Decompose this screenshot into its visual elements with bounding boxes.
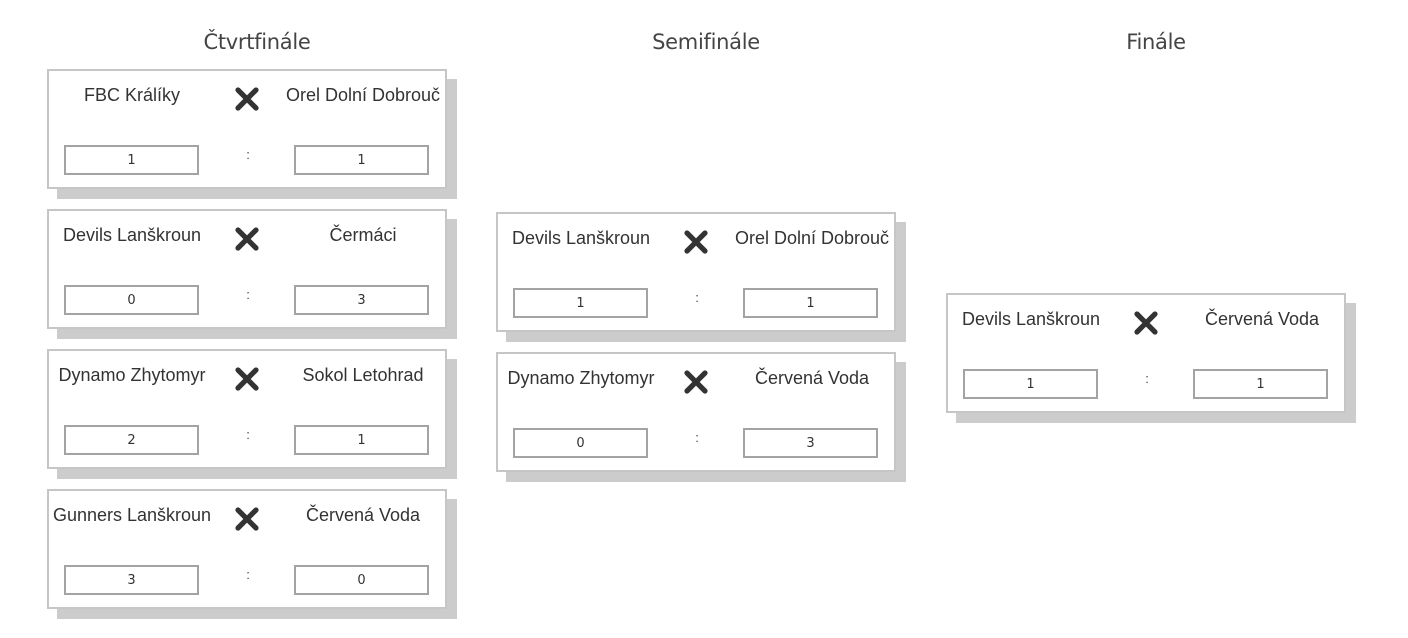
score-separator: : <box>246 427 250 442</box>
home-team-name: Dynamo Zhytomyr <box>507 368 655 388</box>
home-team-name: Devils Lanškroun <box>511 228 651 248</box>
home-score-input[interactable] <box>64 425 199 455</box>
score-separator: : <box>246 287 250 302</box>
away-score-input[interactable] <box>743 288 878 318</box>
match-card-sf-2: Dynamo Zhytomyr Červená Voda : <box>496 352 896 472</box>
away-score-input[interactable] <box>294 145 429 175</box>
away-team-name: Červená Voda <box>1204 309 1320 329</box>
away-team-name: Orel Dolní Dobrouč <box>285 85 441 105</box>
versus-x-icon <box>231 224 263 254</box>
score-separator: : <box>695 290 699 305</box>
versus-x-icon <box>680 367 712 397</box>
score-separator: : <box>246 567 250 582</box>
match-card-qf-3: Dynamo Zhytomyr Sokol Letohrad : <box>47 349 447 469</box>
home-team-name: Devils Lanškroun <box>961 309 1101 329</box>
home-score-input[interactable] <box>64 145 199 175</box>
versus-x-icon <box>231 364 263 394</box>
score-separator: : <box>246 147 250 162</box>
home-team-name: Gunners Lanškroun <box>52 505 212 525</box>
away-score-input[interactable] <box>743 428 878 458</box>
away-team-name: Sokol Letohrad <box>302 365 424 385</box>
versus-x-icon <box>680 227 712 257</box>
away-score-input[interactable] <box>294 565 429 595</box>
match-card-qf-4: Gunners Lanškroun Červená Voda : <box>47 489 447 609</box>
score-separator: : <box>695 430 699 445</box>
home-team-name: Dynamo Zhytomyr <box>58 365 206 385</box>
round-title-final: Finále <box>1126 30 1186 54</box>
round-title-semifinal: Semifinále <box>652 30 760 54</box>
match-card-qf-2: Devils Lanškroun Čermáci : <box>47 209 447 329</box>
home-team-name: FBC Králíky <box>83 85 180 105</box>
home-score-input[interactable] <box>64 285 199 315</box>
away-team-name: Červená Voda <box>305 505 421 525</box>
match-card-qf-1: FBC Králíky Orel Dolní Dobrouč : <box>47 69 447 189</box>
round-title-quarterfinal: Čtvrtfinále <box>203 30 311 54</box>
home-score-input[interactable] <box>513 288 648 318</box>
home-team-name: Devils Lanškroun <box>62 225 202 245</box>
away-team-name: Červená Voda <box>754 368 870 388</box>
away-team-name: Orel Dolní Dobrouč <box>734 228 890 248</box>
score-separator: : <box>1145 371 1149 386</box>
home-score-input[interactable] <box>64 565 199 595</box>
away-score-input[interactable] <box>1193 369 1328 399</box>
away-score-input[interactable] <box>294 425 429 455</box>
versus-x-icon <box>1130 308 1162 338</box>
away-team-name: Čermáci <box>329 225 397 245</box>
away-score-input[interactable] <box>294 285 429 315</box>
versus-x-icon <box>231 504 263 534</box>
home-score-input[interactable] <box>513 428 648 458</box>
versus-x-icon <box>231 84 263 114</box>
home-score-input[interactable] <box>963 369 1098 399</box>
match-card-final: Devils Lanškroun Červená Voda : <box>946 293 1346 413</box>
match-card-sf-1: Devils Lanškroun Orel Dolní Dobrouč : <box>496 212 896 332</box>
